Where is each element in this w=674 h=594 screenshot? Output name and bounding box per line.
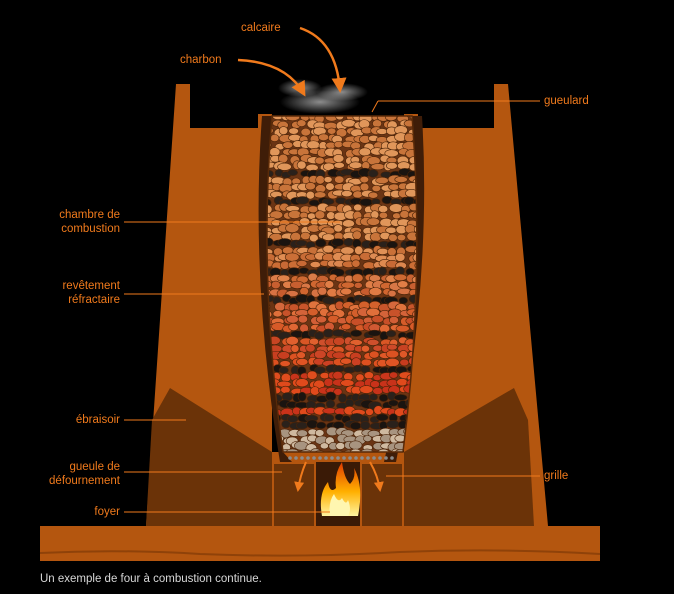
gueule-defournement-right <box>362 464 402 526</box>
label-gueule-line2: défournement <box>49 475 120 487</box>
arrow-icon <box>294 461 307 492</box>
label-ebraisoir: ébraisoir <box>75 414 120 426</box>
leader-gueulard-tick <box>371 100 379 113</box>
ebraisoir-right <box>404 388 534 526</box>
label-gueulard: gueulard <box>544 95 589 107</box>
combustion-chamber <box>266 116 417 452</box>
label-foyer: foyer <box>94 506 120 518</box>
gueule-defournement-left <box>274 464 314 526</box>
arrow-icon <box>369 461 384 492</box>
label-chambre-line2: combustion <box>61 223 120 235</box>
refractory-lining <box>258 116 425 462</box>
arrow-icon <box>237 58 306 97</box>
ebraisoir-left <box>146 388 272 526</box>
figure-caption: Un exemple de four à combustion continue… <box>40 573 262 585</box>
ground-texture <box>39 549 601 557</box>
grille <box>288 456 394 460</box>
label-gueule-line1: gueule de <box>69 461 120 473</box>
label-chambre-line1: chambre de <box>59 209 120 221</box>
label-chambre-de-combustion: chambre de combustion <box>20 208 120 236</box>
label-gueule-de-defournement: gueule de défournement <box>20 460 120 488</box>
label-grille: grille <box>544 470 569 482</box>
flame-icon <box>320 462 361 516</box>
label-revetement-line2: réfractaire <box>68 294 120 306</box>
kiln-outer-wall <box>146 84 548 526</box>
arrow-icon <box>299 26 347 93</box>
label-charbon: charbon <box>180 54 222 66</box>
label-revetement-line1: revêtement <box>62 280 120 292</box>
leader-lines <box>124 100 540 513</box>
label-calcaire: calcaire <box>241 22 281 34</box>
label-revetement-refractaire: revêtement réfractaire <box>20 279 120 307</box>
chamber-outline <box>266 115 418 453</box>
smoke-icon <box>278 79 368 114</box>
